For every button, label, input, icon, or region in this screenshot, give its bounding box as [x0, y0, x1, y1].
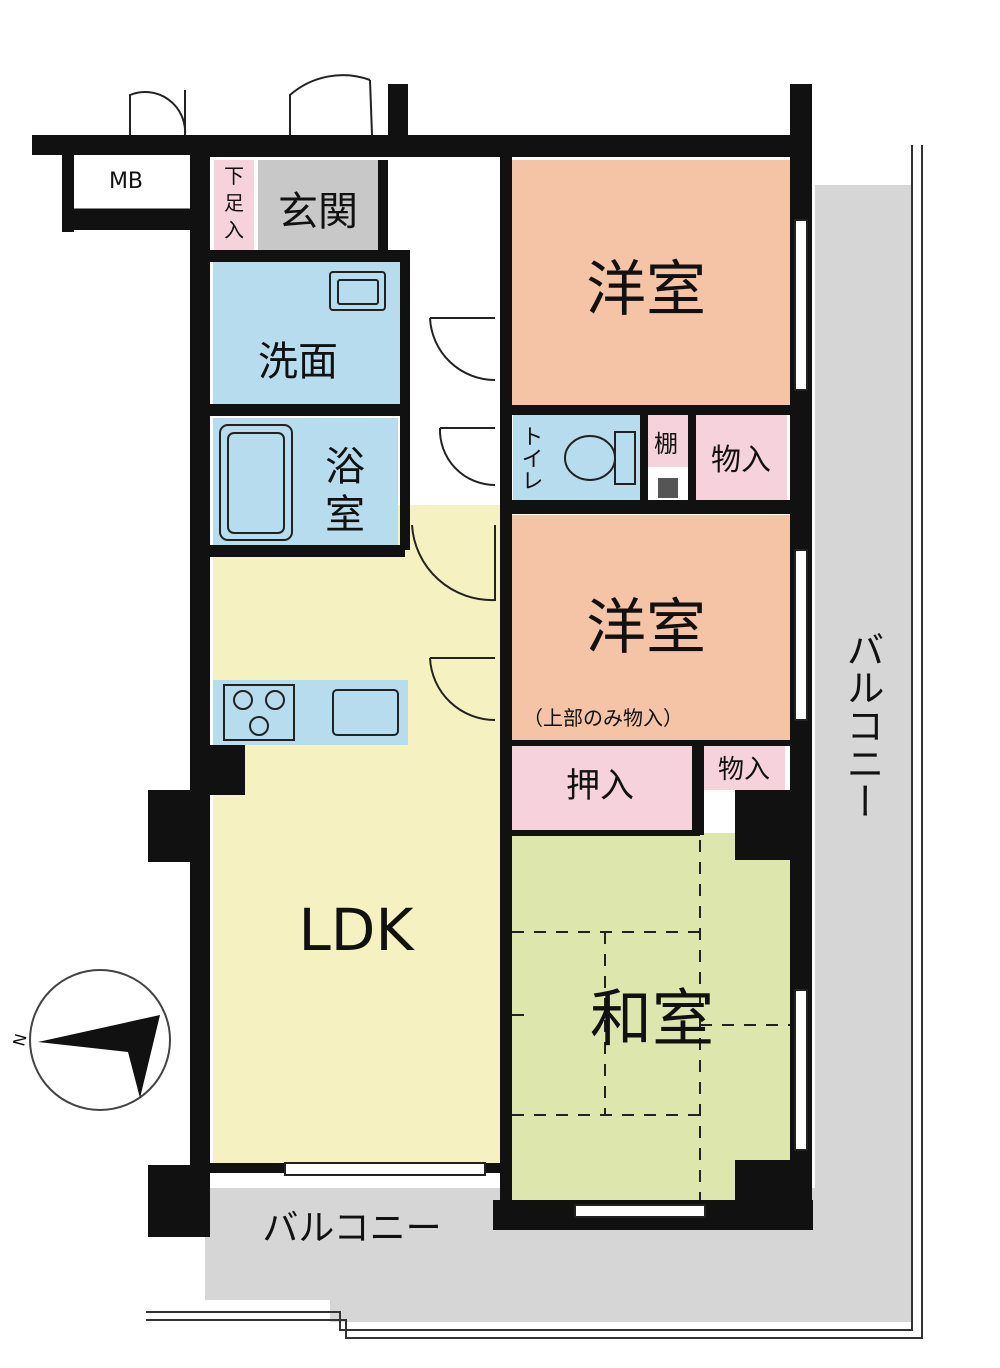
bath-label-2: 室 [325, 492, 365, 538]
japanese-room-label: 和室 [590, 982, 714, 1055]
western-room-1-label: 洋室 [586, 255, 706, 325]
bath-label-1: 浴 [325, 444, 365, 490]
shelf [648, 415, 688, 467]
compass: N [9, 969, 171, 1111]
north-arrow-icon [38, 1015, 160, 1098]
storage-1-label: 物入 [711, 443, 771, 478]
japanese-room [512, 833, 792, 1205]
balcony-outline [146, 145, 913, 1331]
washroom [213, 262, 403, 404]
entrance-label: 玄関 [278, 189, 358, 235]
closet-note-label: （上部のみ物入） [523, 706, 683, 730]
balcony-right [815, 185, 912, 1322]
shoe-box [214, 160, 254, 250]
ldk-label: LDK [298, 896, 415, 964]
doors [129, 74, 496, 722]
shoe-box-label-3: 入 [224, 218, 244, 242]
closet-label: 押入 [566, 766, 634, 806]
western-room-2-label: 洋室 [586, 593, 706, 663]
toilet [513, 415, 643, 500]
shoe-box-label-2: 足 [224, 191, 244, 215]
storage-2 [703, 745, 785, 790]
balcony-right-label: バルコニー [840, 630, 884, 820]
fixtures [219, 271, 636, 741]
entrance [258, 160, 378, 250]
storage-2-label: 物入 [718, 755, 770, 785]
compass-n-label: N [9, 1032, 30, 1048]
washroom-label: 洗面 [258, 339, 338, 385]
closet [512, 745, 692, 833]
toilet-label: トイレ [518, 425, 543, 491]
ldk-area [213, 505, 503, 1167]
storage-1 [695, 415, 787, 502]
windows [284, 219, 808, 1218]
shelf-label: 棚 [654, 430, 678, 458]
tatami-lines [512, 840, 790, 1200]
mb-label: MB [109, 169, 143, 194]
bathroom [213, 418, 398, 548]
western-room-2 [510, 515, 790, 740]
balcony-bottom-label: バルコニー [262, 1208, 441, 1249]
western-room-1 [510, 160, 790, 405]
shoe-box-label-1: 下 [224, 164, 244, 188]
shelf-pipe [658, 478, 678, 498]
